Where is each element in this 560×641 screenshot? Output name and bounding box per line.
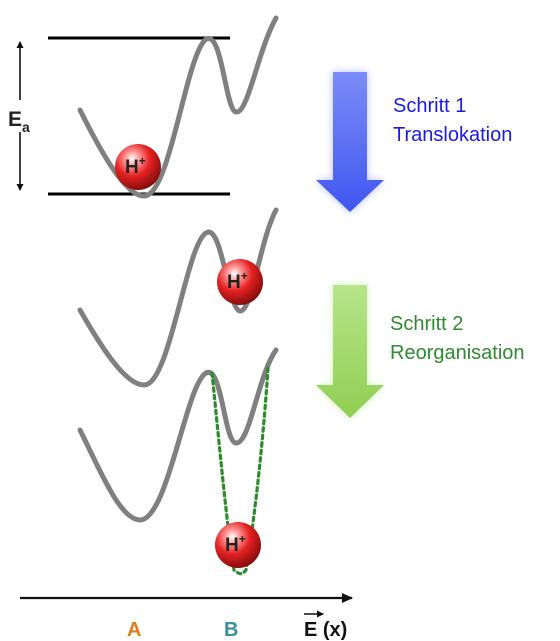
step-1-title: Schritt 1: [393, 95, 466, 117]
potential-curve-3: [77, 347, 279, 523]
proton-ion-3: H+: [215, 522, 261, 568]
ea-label-sub: a: [22, 119, 30, 135]
svg-text:H+: H+: [227, 269, 248, 293]
step-2-title: Schritt 2: [390, 313, 463, 335]
proton-ion-1: H+: [115, 144, 161, 190]
dotted-deep-well: [210, 366, 270, 576]
step-1: Schritt 1 Translokation: [316, 72, 512, 212]
site-b-label: B: [224, 619, 238, 641]
step-2-arrow: [316, 285, 384, 418]
step-2: Schritt 2 Reorganisation: [316, 285, 525, 418]
step-1-subtitle: Translokation: [393, 124, 512, 146]
proton-ion-2: H+: [217, 259, 263, 305]
field-axis: A B E (x): [20, 593, 353, 641]
panel-initial: Ea H+: [8, 15, 279, 199]
panel-translocated: H+: [77, 207, 279, 388]
site-a-label: A: [127, 619, 141, 641]
step-2-subtitle: Reorganisation: [390, 342, 525, 364]
step-1-arrow: [316, 72, 384, 212]
svg-text:H+: H+: [125, 154, 146, 178]
panel-reorganised: H+: [77, 347, 279, 576]
activation-energy-label: Ea: [8, 108, 30, 135]
ion-label: H: [125, 157, 139, 178]
field-label: E (x): [304, 619, 347, 641]
ea-label-main: E: [8, 108, 22, 131]
svg-text:H+: H+: [225, 532, 246, 556]
potential-curve-1: [77, 15, 279, 199]
